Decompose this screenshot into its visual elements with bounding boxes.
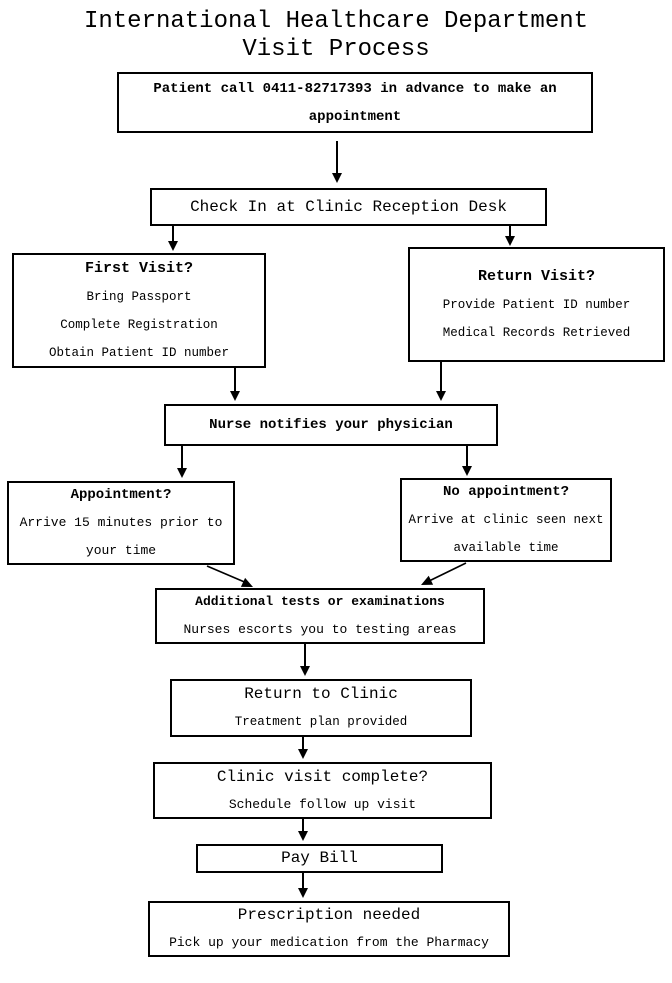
node-title: First Visit? [84, 259, 194, 277]
arrow-checkin-to-return-visit [505, 226, 515, 246]
node-line: Arrive at clinic seen next [408, 513, 604, 527]
node-check-in: Check In at Clinic Reception Desk [150, 188, 547, 226]
node-line: Medical Records Retrieved [442, 325, 631, 340]
arrow-tests-to-return-clinic [300, 644, 310, 676]
node-line: Treatment plan provided [234, 715, 408, 729]
node-title: Appointment? [70, 487, 172, 503]
arrow-complete-to-pay-bill [298, 819, 308, 841]
node-prescription: Prescription needed Pick up your medicat… [148, 901, 510, 957]
node-line: Patient call 0411-82717393 in advance to… [153, 80, 557, 97]
arrow-return-visit-to-nurse [436, 362, 446, 401]
node-title: Check In at Clinic Reception Desk [190, 198, 507, 216]
node-title: Pay Bill [281, 849, 358, 867]
arrow-nurse-to-no-appointment [462, 445, 472, 476]
node-title: Additional tests or examinations [195, 594, 445, 609]
arrow-return-clinic-to-complete [298, 737, 308, 759]
node-title: No appointment? [442, 484, 570, 500]
arrow-call-to-checkin [332, 141, 342, 183]
node-line: Complete Registration [60, 317, 218, 332]
node-no-appointment: No appointment? Arrive at clinic seen ne… [400, 478, 612, 562]
node-title: Clinic visit complete? [216, 767, 429, 786]
title-line-1: International Healthcare Department [83, 8, 589, 35]
node-line: Pick up your medication from the Pharmac… [169, 935, 489, 950]
node-appointment: Appointment? Arrive 15 minutes prior to … [7, 481, 235, 565]
node-nurse-notifies: Nurse notifies your physician [164, 404, 498, 446]
node-line: available time [453, 541, 559, 555]
node-line: Bring Passport [86, 289, 192, 304]
arrow-first-visit-to-nurse [230, 368, 240, 401]
node-line: Arrive 15 minutes prior to [19, 515, 223, 530]
title-line-2: Visit Process [242, 36, 430, 63]
node-first-visit: First Visit? Bring Passport Complete Reg… [12, 253, 266, 368]
node-line: appointment [308, 108, 402, 125]
page-title: International Healthcare Department Visi… [0, 8, 672, 64]
node-return-visit: Return Visit? Provide Patient ID number … [408, 247, 665, 362]
node-line: Provide Patient ID number [442, 297, 631, 312]
node-additional-tests: Additional tests or examinations Nurses … [155, 588, 485, 644]
node-line: your time [85, 543, 157, 558]
node-call-ahead: Patient call 0411-82717393 in advance to… [117, 72, 593, 133]
arrow-checkin-to-first-visit [168, 226, 178, 251]
node-clinic-visit-complete: Clinic visit complete? Schedule follow u… [153, 762, 492, 819]
node-line: Obtain Patient ID number [48, 345, 230, 360]
node-title: Nurse notifies your physician [209, 417, 453, 433]
node-return-to-clinic: Return to Clinic Treatment plan provided [170, 679, 472, 737]
arrowhead-appointment-to-tests [240, 577, 253, 587]
node-line: Schedule follow up visit [228, 796, 417, 812]
arrow-no-appointment-to-tests [425, 562, 467, 584]
arrowhead-no-appointment-to-tests [421, 575, 434, 585]
node-title: Prescription needed [237, 906, 421, 924]
node-line: Nurses escorts you to testing areas [183, 622, 457, 637]
node-pay-bill: Pay Bill [196, 844, 443, 873]
node-title: Return Visit? [477, 267, 596, 285]
arrow-pay-bill-to-prescription [298, 873, 308, 898]
node-title: Return to Clinic [244, 685, 398, 703]
arrow-nurse-to-appointment [177, 445, 187, 478]
arrow-appointment-to-tests [206, 565, 249, 585]
